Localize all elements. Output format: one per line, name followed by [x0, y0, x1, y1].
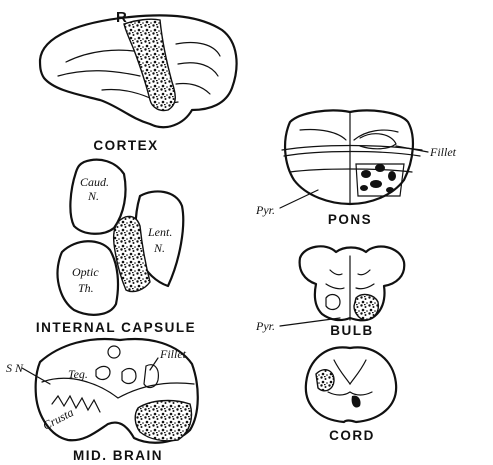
pons-pyramid-leader [280, 190, 318, 208]
cord-grey-matter [334, 360, 366, 384]
bulb-detail [356, 284, 374, 289]
aqueduct [108, 346, 120, 358]
tegmentum-label: Teg. [68, 367, 88, 381]
bulb-outline [300, 246, 405, 320]
cortex-marker-r: R [116, 9, 127, 26]
midbrain-lesion [135, 401, 191, 441]
cortex-lesion [124, 19, 175, 110]
bulb-pyramid-label: Pyr. [255, 319, 275, 333]
cord-lesion [316, 370, 334, 391]
midbrain-fillet-label: Fillet [159, 347, 187, 361]
bulb-detail [330, 270, 342, 275]
bulb-olive [326, 295, 340, 310]
pons-fibre [300, 129, 346, 140]
cortex-caption: CORTEX [93, 138, 158, 153]
bulb-caption: BULB [330, 323, 374, 338]
bulb-detail [358, 270, 370, 275]
cortex-figure: R CORTEX [40, 9, 237, 153]
thalamus-label: Optic [72, 265, 99, 279]
cord-caption: CORD [329, 428, 375, 443]
cortex-sulcus [58, 71, 140, 76]
midbrain-caption: MID. BRAIN [73, 448, 163, 463]
red-nucleus [96, 366, 110, 379]
sn-label: S N [6, 361, 24, 375]
cord-lesion-dark [352, 396, 361, 408]
internal-capsule-lesion [114, 216, 150, 291]
crusta-label: Crusta [40, 405, 75, 433]
caudate-label: Caud. [80, 175, 109, 189]
cortex-sulcus [176, 43, 220, 57]
thalamus-label: Th. [78, 281, 94, 295]
pons-figure: Fillet Pyr. PONS [255, 110, 457, 227]
bulb-figure: Pyr. BULB [255, 246, 404, 338]
caudate-label: N. [87, 189, 99, 203]
bulb-lesion [354, 295, 378, 320]
pons-caption: PONS [328, 212, 372, 227]
lenticular-label: Lent. [147, 225, 172, 239]
pons-pyramid-label: Pyr. [255, 203, 275, 217]
cord-figure: CORD [306, 347, 396, 443]
midbrain-figure: Teg. Crusta S N Fillet MID. BRAIN [6, 339, 198, 463]
internal-capsule-figure: Caud. N. Lent. N. Optic Th. INTERNAL CAP… [36, 160, 196, 335]
pons-fibre [284, 152, 420, 157]
pons-fibre [282, 146, 422, 151]
lenticular-label: N. [153, 241, 165, 255]
red-nucleus [122, 369, 136, 384]
internal-capsule-caption: INTERNAL CAPSULE [36, 320, 196, 335]
cord-grey-matter [328, 392, 372, 395]
cortex-sulcus [178, 63, 218, 76]
cortex-sulcus [176, 83, 210, 94]
midbrain-crusta-border [42, 378, 194, 398]
bulb-detail [326, 284, 344, 289]
pons-fillet-label: Fillet [429, 145, 457, 159]
